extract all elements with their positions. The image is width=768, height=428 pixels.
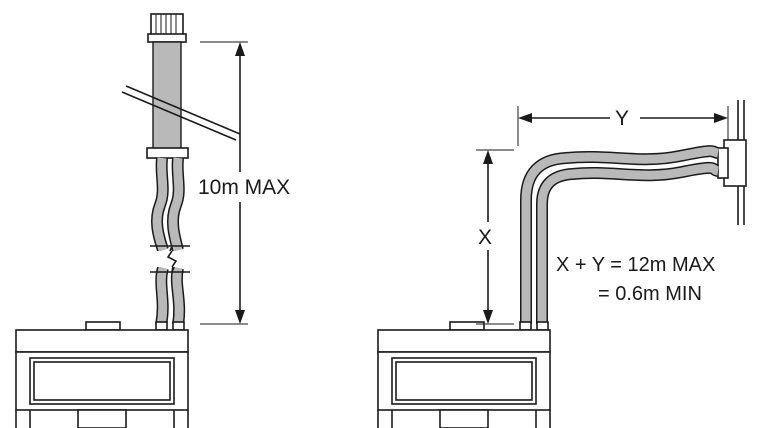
formula-min: = 0.6m MIN bbox=[598, 283, 702, 305]
height-max-label: 10m MAX bbox=[198, 176, 290, 199]
vertical-flue-installation: 10m MAX bbox=[15, 13, 306, 428]
vertical-flue-pipe bbox=[152, 41, 182, 151]
height-dimension bbox=[194, 41, 306, 325]
roof-line bbox=[121, 85, 241, 141]
flexible-hoses bbox=[150, 157, 186, 327]
x-label: X bbox=[478, 226, 492, 249]
formula-max: X + Y = 12m MAX bbox=[556, 254, 715, 276]
appliance-right bbox=[377, 321, 551, 428]
roof-collar bbox=[146, 147, 189, 159]
wall bbox=[717, 100, 747, 225]
flue-terminal-cap bbox=[147, 13, 187, 43]
x-dimension bbox=[474, 149, 514, 325]
horizontal-flue-installation: X Y X + Y = 12m MAX = 0.6m MIN bbox=[377, 100, 747, 428]
y-label: Y bbox=[615, 107, 629, 130]
break-symbol bbox=[150, 245, 190, 273]
appliance-left bbox=[15, 321, 189, 428]
y-dimension bbox=[517, 104, 729, 146]
flexible-hoses-right bbox=[520, 145, 720, 324]
